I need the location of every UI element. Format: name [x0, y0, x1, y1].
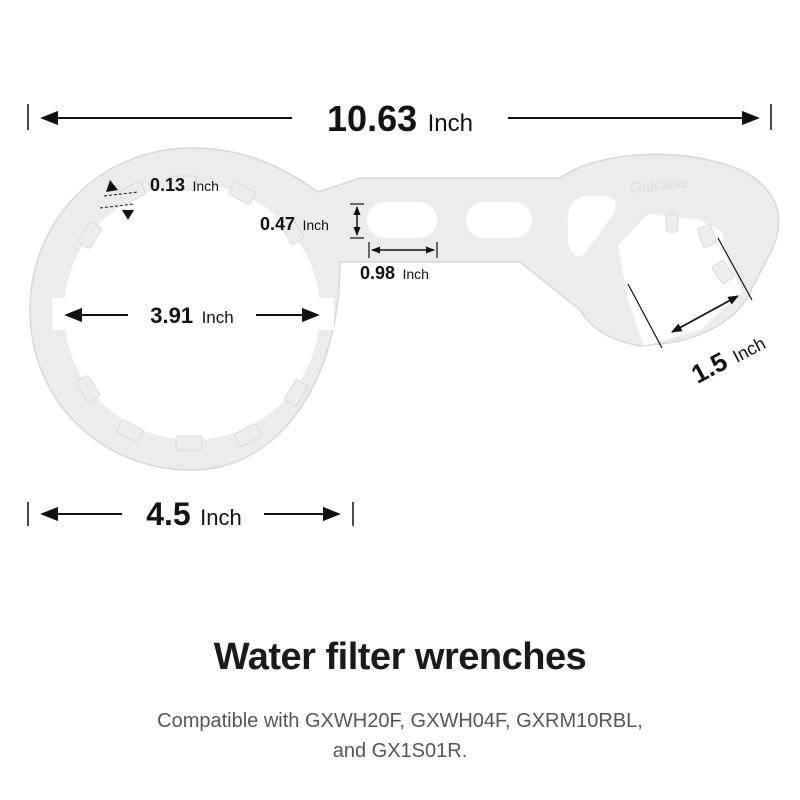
slot-height-unit: Inch — [303, 217, 329, 233]
wall-thickness-dimension: 0.13 Inch — [99, 175, 219, 220]
slot-width-value: 0.98 — [360, 263, 395, 283]
overall-length-value: 10.63 — [327, 98, 417, 139]
slot-height-value: 0.47 — [260, 214, 295, 234]
wrench-body: Galvana — [29, 147, 780, 471]
caption-title: Water filter wrenches — [213, 636, 587, 678]
jaw-opening-value: 1.5 — [686, 346, 732, 389]
ring-outer-dimension: 4.5 Inch — [27, 496, 354, 532]
brand-mark: Galvana — [629, 174, 687, 197]
svg-text:0.98 Inch: 0.98 Inch — [360, 263, 429, 283]
ring-inner-value: 3.91 — [150, 303, 193, 328]
svg-text:0.13 Inch: 0.13 Inch — [150, 175, 219, 195]
slot-height-dimension: 0.47 Inch — [260, 203, 364, 239]
ring-outer-value: 4.5 — [146, 496, 190, 532]
slot-width-dimension: 0.98 Inch — [360, 242, 438, 283]
ring-outer-unit: Inch — [200, 505, 242, 530]
caption-subtitle-line1: Compatible with GXWH20F, GXWH04F, GXRM10… — [157, 710, 643, 732]
wall-thickness-unit: Inch — [193, 178, 219, 194]
overall-length-unit: Inch — [428, 110, 473, 137]
wall-thickness-value: 0.13 — [150, 175, 185, 195]
caption-subtitle: Compatible with GXWH20F, GXWH04F, GXRM10… — [0, 706, 800, 766]
svg-text:0.47 Inch: 0.47 Inch — [260, 214, 329, 234]
svg-text:3.91 Inch: 3.91 Inch — [150, 303, 233, 328]
ring-inner-unit: Inch — [202, 308, 234, 327]
svg-text:10.63 Inch: 10.63 Inch — [327, 98, 473, 139]
slot-width-unit: Inch — [403, 266, 429, 282]
overall-length-dimension: 10.63 Inch — [27, 98, 772, 139]
caption-subtitle-line2: and GX1S01R. — [332, 740, 468, 762]
jaw-opening-unit: Inch — [729, 333, 768, 367]
ring-inner-dimension: 3.91 Inch — [64, 303, 320, 328]
wrench-diagram: Galvana 10.63 Inch 0.13 Inch — [27, 98, 780, 532]
svg-text:4.5 Inch: 4.5 Inch — [146, 496, 242, 532]
